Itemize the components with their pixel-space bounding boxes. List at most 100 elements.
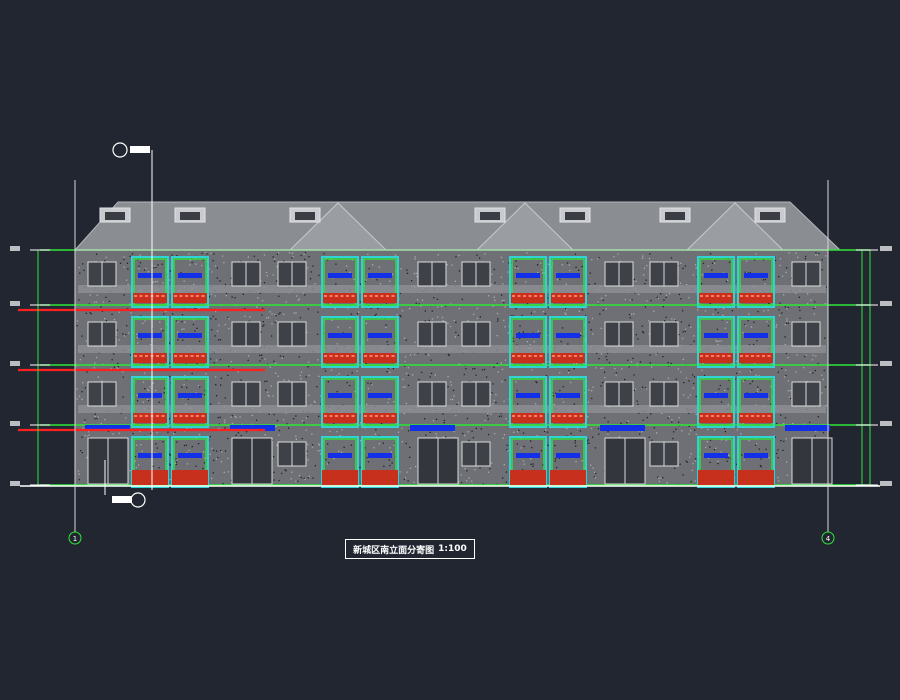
window-frame — [171, 316, 209, 368]
wall-texture-dot — [318, 443, 320, 445]
wall-texture-dot — [300, 371, 303, 373]
canopy — [600, 425, 645, 431]
wall-texture-dot — [724, 327, 727, 329]
wall-texture-dot — [163, 313, 165, 315]
wall-texture-dot — [736, 360, 738, 362]
wall-texture-dot — [172, 313, 174, 315]
brick-hatch — [579, 415, 583, 417]
wall-texture-dot — [448, 354, 450, 357]
wall-texture-dot — [603, 381, 606, 383]
wall-texture-dot — [370, 307, 372, 309]
wall-texture-dot — [307, 416, 309, 418]
shutter-bar — [178, 453, 202, 458]
wall-texture-dot — [628, 313, 631, 316]
wall-texture-dot — [380, 422, 383, 425]
wall-texture-dot — [144, 320, 146, 322]
brick-hatch — [161, 295, 165, 297]
wall-texture-dot — [487, 412, 489, 415]
window-inner-frame — [699, 378, 733, 426]
wall-texture-dot — [599, 313, 601, 315]
wall-texture-dot — [574, 442, 576, 444]
wall-texture-dot — [223, 262, 225, 264]
window-inner-frame — [551, 318, 585, 366]
wall-texture-dot — [714, 260, 716, 262]
wall-texture-dot — [540, 262, 542, 264]
wall-texture-dot — [629, 317, 631, 319]
wall-texture-dot — [775, 326, 777, 328]
wall-texture-dot — [692, 274, 695, 276]
brick-hatch — [528, 355, 532, 357]
wall-texture-dot — [445, 305, 447, 307]
wall-texture-dot — [741, 454, 743, 456]
wall-texture-dot — [720, 439, 723, 441]
wall-texture-dot — [318, 415, 320, 417]
wall-texture-dot — [124, 335, 126, 337]
wall-texture-dot — [275, 372, 277, 374]
wall-texture-dot — [805, 354, 807, 356]
wall-texture-dot — [411, 374, 414, 376]
window-frame — [737, 436, 775, 488]
brick-hatch — [568, 295, 572, 297]
wall-texture-dot — [242, 293, 244, 295]
wall-texture-dot — [554, 458, 557, 460]
section-tag — [112, 496, 132, 503]
wall-texture-dot — [171, 254, 173, 256]
wall-texture-dot — [237, 432, 240, 434]
brick-hatch — [369, 355, 373, 357]
wall-texture-dot — [310, 271, 312, 273]
wall-texture-dot — [688, 324, 690, 326]
section-symbol-icon — [112, 142, 128, 158]
wall-texture-dot — [463, 373, 465, 376]
wall-texture-dot — [683, 382, 685, 384]
wall-texture-dot — [78, 299, 80, 301]
wall-texture-dot — [407, 374, 410, 376]
wall-texture-dot — [515, 260, 517, 262]
wall-texture-dot — [624, 378, 626, 381]
brick-hatch — [145, 295, 148, 297]
wall-texture-dot — [618, 436, 621, 438]
wall-texture-dot — [504, 306, 506, 308]
wall-texture-dot — [407, 384, 410, 386]
wall-texture-dot — [675, 428, 677, 430]
wall-texture-dot — [675, 319, 677, 322]
brick-hatch — [523, 355, 526, 357]
wall-texture-dot — [809, 421, 811, 423]
window-frame — [321, 376, 359, 428]
wall-texture-dot — [206, 263, 208, 265]
wall-texture-dot — [230, 479, 232, 481]
shutter-bar — [516, 273, 540, 278]
wall-texture-dot — [469, 380, 472, 383]
wall-texture-dot — [472, 368, 474, 370]
brick-panel — [363, 413, 397, 423]
wall-texture-dot — [414, 258, 416, 260]
wall-texture-dot — [336, 343, 338, 345]
wall-texture-dot — [658, 477, 660, 479]
wall-texture-dot — [87, 431, 90, 433]
window-frame — [509, 316, 547, 368]
wall-texture-dot — [208, 268, 210, 270]
wall-texture-dot — [482, 483, 484, 485]
wall-texture-dot — [387, 402, 389, 404]
brick-panel — [323, 293, 357, 303]
wall-texture-dot — [169, 479, 171, 481]
wall-texture-dot — [215, 318, 217, 320]
wall-texture-dot — [818, 252, 820, 255]
wall-texture-dot — [137, 259, 139, 261]
wall-texture-dot — [652, 378, 655, 380]
wall-texture-dot — [197, 443, 200, 445]
wall-texture-dot — [709, 439, 712, 441]
wall-texture-dot — [195, 263, 197, 265]
wall-texture-dot — [382, 442, 384, 444]
wall-texture-dot — [403, 337, 406, 339]
wall-texture-dot — [257, 259, 259, 261]
wall-texture-dot — [727, 279, 729, 281]
shutter-bar — [328, 453, 352, 458]
wall-texture-dot — [265, 271, 268, 274]
wall-texture-dot — [690, 481, 692, 483]
shutter-bar — [744, 393, 768, 398]
wall-texture-dot — [522, 460, 525, 462]
window-frame — [697, 376, 735, 428]
wall-texture-dot — [288, 427, 290, 429]
wall-texture-dot — [651, 439, 653, 441]
